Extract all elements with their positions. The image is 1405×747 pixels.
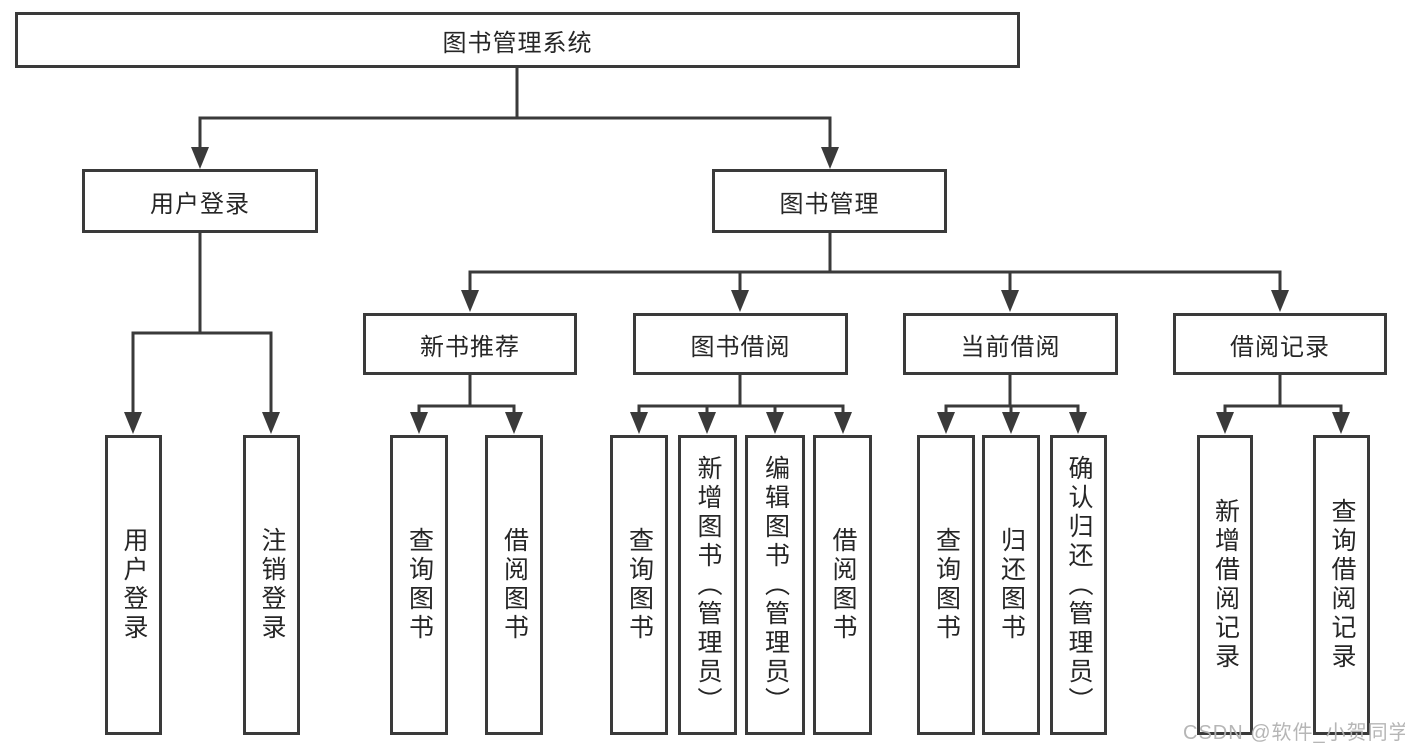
node-label: 图书管理	[779, 190, 880, 218]
leaf-borrow-books: 借阅图书	[813, 435, 872, 735]
node-borrowing-records: 借阅记录	[1173, 313, 1387, 375]
node-library-management-system: 图书管理系统	[15, 12, 1020, 68]
leaf-search-books-current: 查询图书	[917, 435, 975, 735]
leaf-borrow-books-recommend: 借阅图书	[485, 435, 543, 735]
edge-borrow-children	[630, 373, 852, 434]
node-label: 图书借阅	[690, 333, 791, 361]
node-label: 查询图书	[405, 527, 434, 643]
leaf-logout: 注销登录	[243, 435, 300, 735]
leaf-search-books-borrow: 查询图书	[610, 435, 668, 735]
leaf-confirm-return-admin: 确认归还（管理员）	[1050, 435, 1107, 735]
edge-book-management-children	[461, 231, 1289, 312]
node-label: 新增图书（管理员）	[694, 454, 722, 716]
node-current-borrowing: 当前借阅	[903, 313, 1118, 375]
edge-root-to-level2	[191, 66, 839, 169]
node-label: 查询图书	[625, 527, 654, 643]
edge-recommend-children	[410, 373, 523, 434]
leaf-search-books-recommend: 查询图书	[390, 435, 448, 735]
edge-user-login-children	[124, 231, 280, 434]
node-book-management: 图书管理	[712, 169, 947, 233]
node-user-login: 用户登录	[82, 169, 318, 233]
node-label: 借阅图书	[829, 527, 857, 643]
leaf-edit-books-admin: 编辑图书（管理员）	[745, 435, 805, 735]
node-label: 归还图书	[997, 527, 1026, 643]
leaf-return-books: 归还图书	[982, 435, 1040, 735]
node-label: 新增借阅记录	[1211, 498, 1240, 672]
node-label: 编辑图书（管理员）	[761, 454, 790, 716]
csdn-watermark: CSDN @软件_小贺同学	[1183, 722, 1405, 744]
node-label: 确认归还（管理员）	[1065, 454, 1093, 716]
node-label: 图书管理系统	[442, 29, 593, 57]
node-label: 新书推荐	[420, 333, 520, 361]
leaf-add-borrow-record: 新增借阅记录	[1197, 435, 1253, 735]
node-label: 借阅记录	[1230, 333, 1330, 361]
node-label: 查询图书	[932, 527, 961, 643]
leaf-search-borrow-record: 查询借阅记录	[1313, 435, 1370, 735]
node-label: 用户登录	[120, 527, 148, 643]
node-new-book-recommendation: 新书推荐	[363, 313, 577, 375]
node-label: 用户登录	[150, 190, 250, 218]
edge-records-children	[1216, 373, 1350, 434]
leaf-user-login: 用户登录	[105, 435, 162, 735]
node-book-borrowing: 图书借阅	[633, 313, 848, 375]
node-label: 借阅图书	[500, 527, 529, 643]
edge-current-children	[937, 373, 1087, 434]
node-label: 当前借阅	[960, 333, 1061, 361]
node-label: 查询借阅记录	[1328, 498, 1356, 672]
leaf-add-books-admin: 新增图书（管理员）	[678, 435, 737, 735]
node-label: 注销登录	[258, 527, 286, 643]
